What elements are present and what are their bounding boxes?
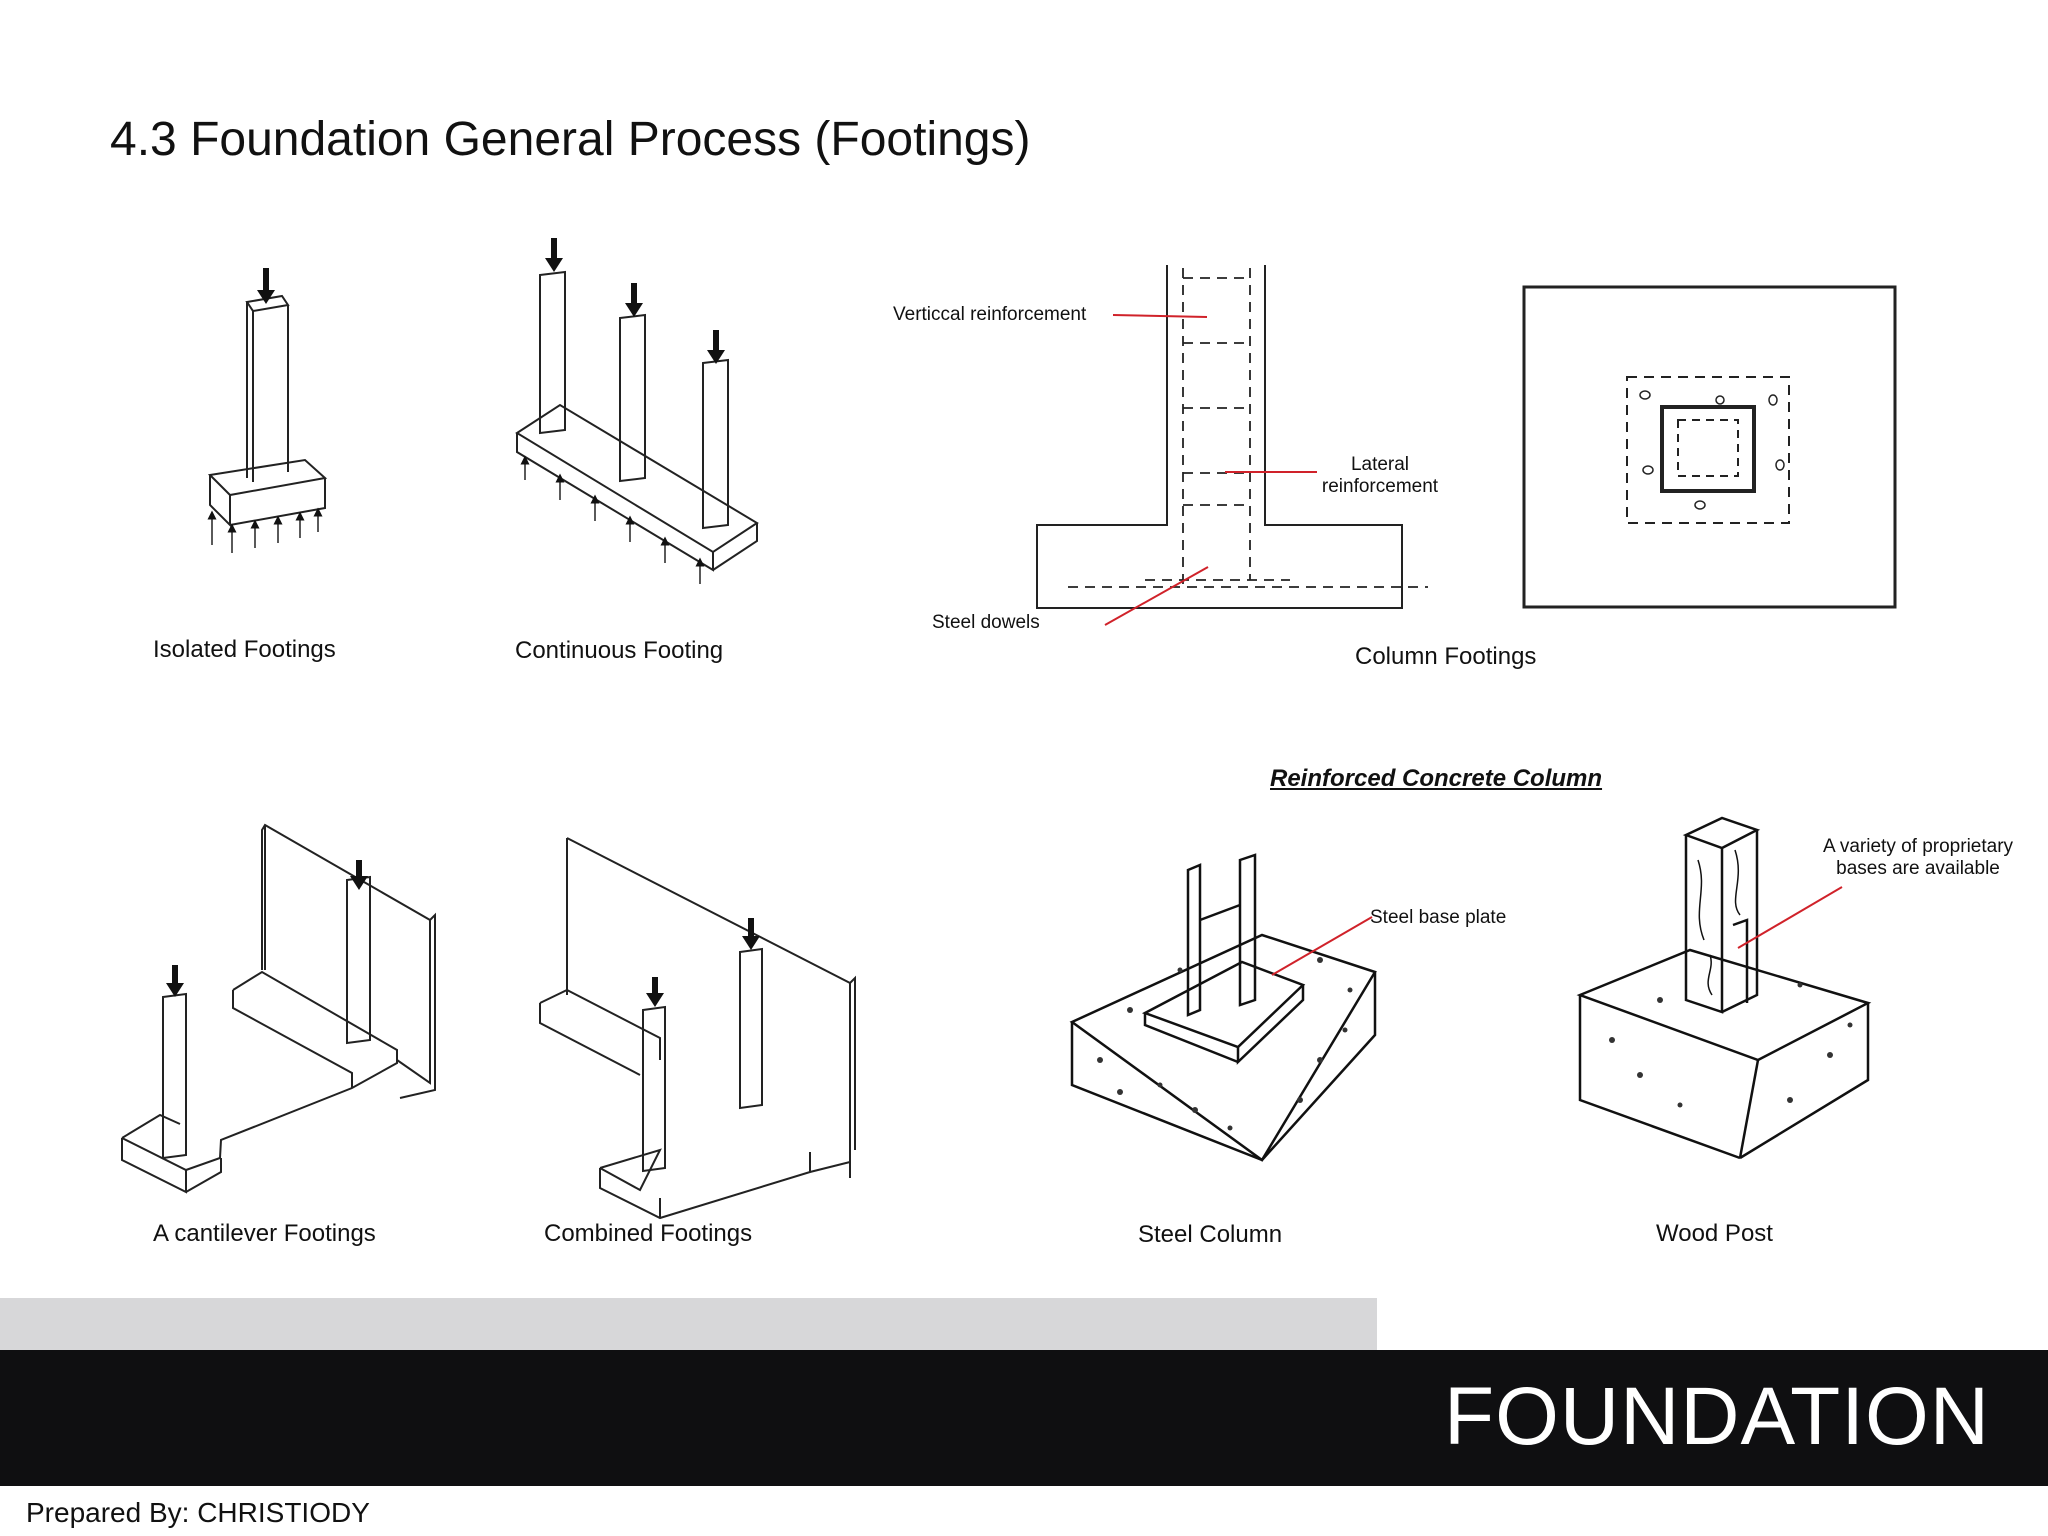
label-steel-dowels: Steel dowels bbox=[932, 612, 1040, 633]
caption-continuous-footing: Continuous Footing bbox=[515, 637, 724, 664]
label-proprietary-line-2: bases are available bbox=[1836, 858, 2000, 879]
label-steel-base-plate: Steel base plate bbox=[1370, 907, 1507, 928]
label-vertical-reinforcement: Verticcal reinforcement bbox=[893, 304, 1087, 325]
combined-footing-sketch bbox=[539, 837, 856, 1220]
banner-title: FOUNDATION bbox=[1443, 1371, 1990, 1462]
annotation-leaders bbox=[1104, 314, 1843, 976]
cantilever-footing-sketch bbox=[121, 823, 436, 1194]
caption-cantilever-footings: A cantilever Footings bbox=[153, 1220, 376, 1247]
label-lateral-line-1: Lateral bbox=[1350, 454, 1410, 475]
continuous-footing-sketch bbox=[515, 238, 759, 584]
caption-column-footings: Column Footings bbox=[1355, 643, 1537, 670]
footer-credit: Prepared By: CHRISTIODY bbox=[26, 1497, 370, 1528]
label-proprietary-line-1: A variety of proprietary bbox=[1822, 836, 2014, 857]
wood-post-sketch bbox=[1576, 816, 1872, 1160]
subtitle-reinforced-concrete-column: Reinforced Concrete Column bbox=[1270, 765, 1603, 792]
caption-steel-column: Steel Column bbox=[1138, 1221, 1283, 1248]
isolated-footing-sketch bbox=[207, 268, 328, 553]
column-footing-plan bbox=[1522, 285, 1897, 609]
label-proprietary-bases: A variety of proprietary bases are avail… bbox=[1800, 836, 2036, 880]
steel-column-sketch bbox=[1069, 853, 1377, 1162]
label-lateral-reinforcement: Lateral reinforcement bbox=[1300, 454, 1460, 498]
caption-isolated-footings: Isolated Footings bbox=[153, 636, 336, 663]
label-lateral-line-2: reinforcement bbox=[1321, 476, 1439, 497]
page-title: 4.3 Foundation General Process (Footings… bbox=[110, 113, 1031, 166]
column-footing-section bbox=[1036, 265, 1428, 609]
caption-wood-post: Wood Post bbox=[1656, 1220, 1773, 1247]
title-banner bbox=[0, 1350, 2048, 1486]
caption-combined-footings: Combined Footings bbox=[544, 1220, 753, 1247]
grey-accent-band bbox=[0, 1298, 1377, 1350]
